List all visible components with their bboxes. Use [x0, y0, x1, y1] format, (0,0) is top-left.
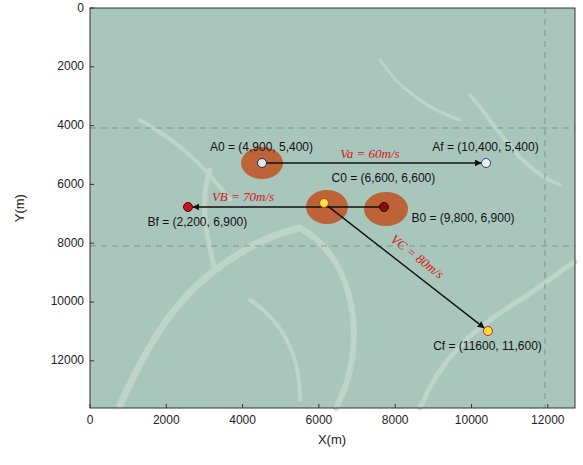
axis-tick — [547, 404, 548, 408]
point-label: A0 = (4,900, 5,400) — [210, 141, 313, 155]
x-tick-label: 10000 — [455, 414, 488, 427]
y-axis-title: Y(m) — [13, 194, 27, 222]
axis-tick — [90, 302, 94, 303]
velocity-label: VB = 70m/s — [212, 190, 274, 204]
axis-tick — [90, 360, 94, 361]
x-tick-label: 0 — [87, 414, 94, 427]
point-label: B0 = (9,800, 6,900) — [412, 212, 515, 226]
trajectory-point: B0 = (9,800, 6,900) — [379, 202, 389, 212]
axis-tick — [166, 404, 167, 408]
trajectory-point: A0 = (4,900, 5,400) — [257, 158, 267, 168]
plot-frame — [90, 8, 575, 408]
axis-tick — [90, 184, 94, 185]
point-label: Af = (10,400, 5,400) — [432, 141, 538, 155]
trajectory-point: C0 = (6,600, 6,600) — [319, 198, 329, 208]
trajectory-arrow — [267, 162, 481, 163]
y-tick-label: 2000 — [57, 60, 84, 73]
axis-tick — [90, 8, 94, 9]
impact-zones — [241, 147, 408, 226]
point-label: Bf = (2,200, 6,900) — [148, 216, 248, 230]
x-tick-label: 8000 — [382, 414, 409, 427]
y-tick-label: 8000 — [57, 237, 84, 250]
faint-grid-lines — [90, 8, 575, 408]
terrain-map — [90, 8, 575, 408]
y-tick-label: 10000 — [51, 295, 84, 308]
trajectory-point: Af = (10,400, 5,400) — [481, 158, 491, 168]
trajectory-arrow — [193, 206, 379, 207]
axis-tick — [318, 404, 319, 408]
axis-tick — [242, 404, 243, 408]
y-tick-label: 4000 — [57, 119, 84, 132]
y-tick-label: 0 — [77, 2, 84, 15]
point-label: Cf = (11600, 11,600) — [433, 340, 542, 354]
trajectory-point: Bf = (2,200, 6,900) — [183, 202, 193, 212]
x-tick-label: 2000 — [153, 414, 180, 427]
trajectory-point: Cf = (11600, 11,600) — [483, 326, 493, 336]
axis-tick — [395, 404, 396, 408]
x-tick-label: 4000 — [229, 414, 256, 427]
axis-tick — [90, 66, 94, 67]
axis-tick — [90, 243, 94, 244]
axis-tick — [90, 125, 94, 126]
x-axis-title: X(m) — [318, 433, 346, 447]
y-tick-label: 12000 — [51, 354, 84, 367]
axis-tick — [471, 404, 472, 408]
point-label: C0 = (6,600, 6,600) — [332, 172, 436, 186]
velocity-label: Va = 60m/s — [340, 147, 399, 161]
y-tick-label: 6000 — [57, 178, 84, 191]
terrain-streaks — [120, 60, 575, 408]
x-tick-label: 6000 — [306, 414, 333, 427]
x-tick-label: 12000 — [531, 414, 564, 427]
axis-tick — [90, 404, 91, 408]
